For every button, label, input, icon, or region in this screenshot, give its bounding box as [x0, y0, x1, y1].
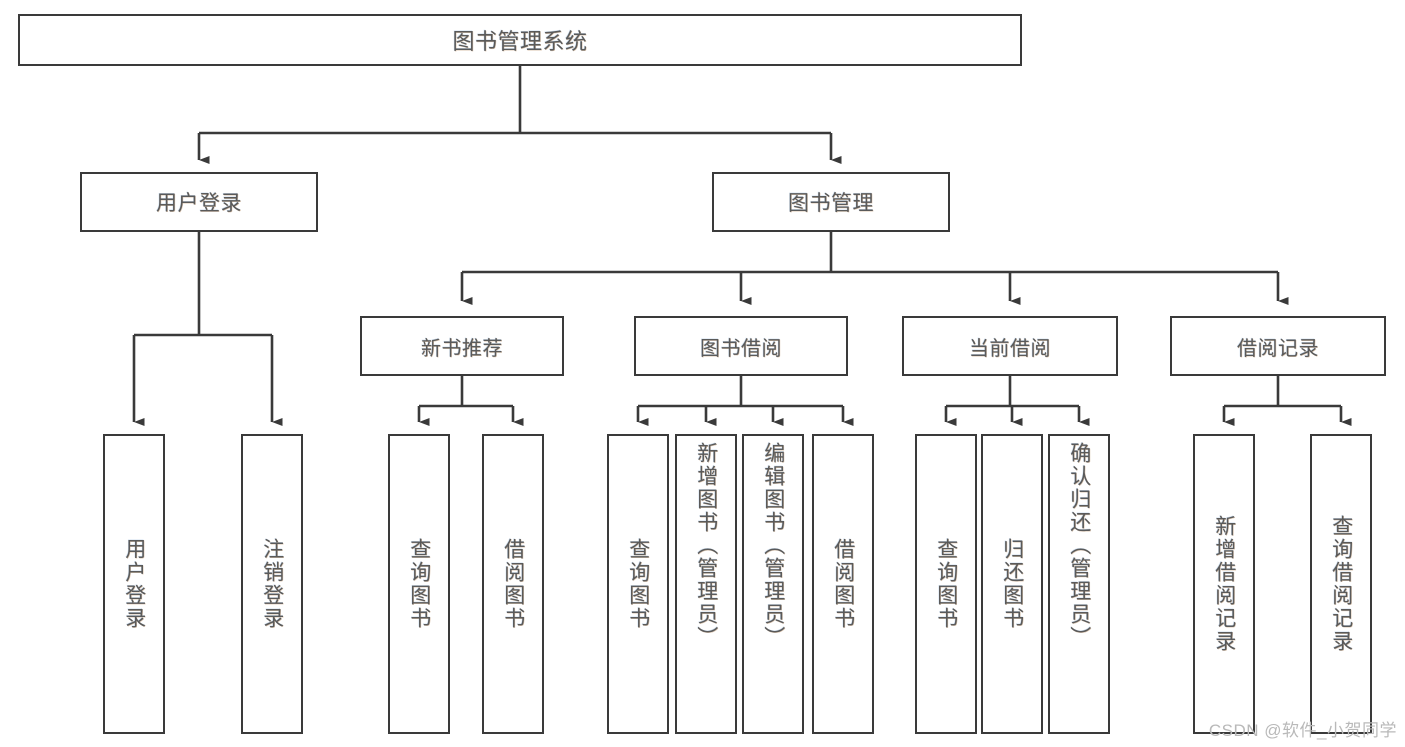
- node-root[interactable]: 图书管理系统: [18, 14, 1022, 66]
- node-book-borrow-label: 图书借阅: [700, 337, 782, 360]
- leaf-current-return-book[interactable]: 归还图书: [981, 434, 1043, 734]
- leaf-borrow-query-book-label: 查询图书: [626, 538, 650, 630]
- node-user-login[interactable]: 用户登录: [80, 172, 318, 232]
- node-borrow-record[interactable]: 借阅记录: [1170, 316, 1386, 376]
- leaf-borrow-borrow-book-label: 借阅图书: [831, 538, 855, 630]
- node-book-management-label: 图书管理: [788, 192, 874, 215]
- node-new-book-recommend-label: 新书推荐: [421, 337, 503, 360]
- leaf-user-login-logout-label: 注销登录: [260, 538, 284, 630]
- leaf-current-query-book-label: 查询图书: [934, 538, 958, 630]
- leaf-current-confirm-return[interactable]: 确认归还（管理员）: [1048, 434, 1110, 734]
- leaf-borrow-add-book-label: 新增图书（管理员）: [694, 442, 718, 649]
- node-root-label: 图书管理系统: [452, 29, 588, 54]
- leaf-record-add-record[interactable]: 新增借阅记录: [1193, 434, 1255, 734]
- leaf-user-login-logout[interactable]: 注销登录: [241, 434, 303, 734]
- leaf-record-add-record-label: 新增借阅记录: [1212, 515, 1236, 653]
- leaf-current-confirm-return-label: 确认归还（管理员）: [1067, 442, 1091, 649]
- leaf-borrow-add-book[interactable]: 新增图书（管理员）: [675, 434, 737, 734]
- leaf-recommend-query-book-label: 查询图书: [407, 538, 431, 630]
- leaf-user-login-login[interactable]: 用户登录: [103, 434, 165, 734]
- leaf-record-query-record-label: 查询借阅记录: [1329, 515, 1353, 653]
- node-book-borrow[interactable]: 图书借阅: [634, 316, 848, 376]
- node-new-book-recommend[interactable]: 新书推荐: [360, 316, 564, 376]
- leaf-borrow-query-book[interactable]: 查询图书: [607, 434, 669, 734]
- leaf-borrow-edit-book[interactable]: 编辑图书（管理员）: [742, 434, 804, 734]
- node-current-borrow-label: 当前借阅: [969, 337, 1051, 360]
- leaf-borrow-borrow-book[interactable]: 借阅图书: [812, 434, 874, 734]
- leaf-record-query-record[interactable]: 查询借阅记录: [1310, 434, 1372, 734]
- leaf-recommend-query-book[interactable]: 查询图书: [388, 434, 450, 734]
- leaf-recommend-borrow-book-label: 借阅图书: [501, 538, 525, 630]
- node-user-login-label: 用户登录: [156, 192, 242, 215]
- node-current-borrow[interactable]: 当前借阅: [902, 316, 1118, 376]
- leaf-user-login-login-label: 用户登录: [122, 538, 146, 630]
- node-book-management[interactable]: 图书管理: [712, 172, 950, 232]
- leaf-current-query-book[interactable]: 查询图书: [915, 434, 977, 734]
- leaf-borrow-edit-book-label: 编辑图书（管理员）: [761, 442, 785, 649]
- leaf-recommend-borrow-book[interactable]: 借阅图书: [482, 434, 544, 734]
- leaf-current-return-book-label: 归还图书: [1000, 538, 1024, 630]
- node-borrow-record-label: 借阅记录: [1237, 337, 1319, 360]
